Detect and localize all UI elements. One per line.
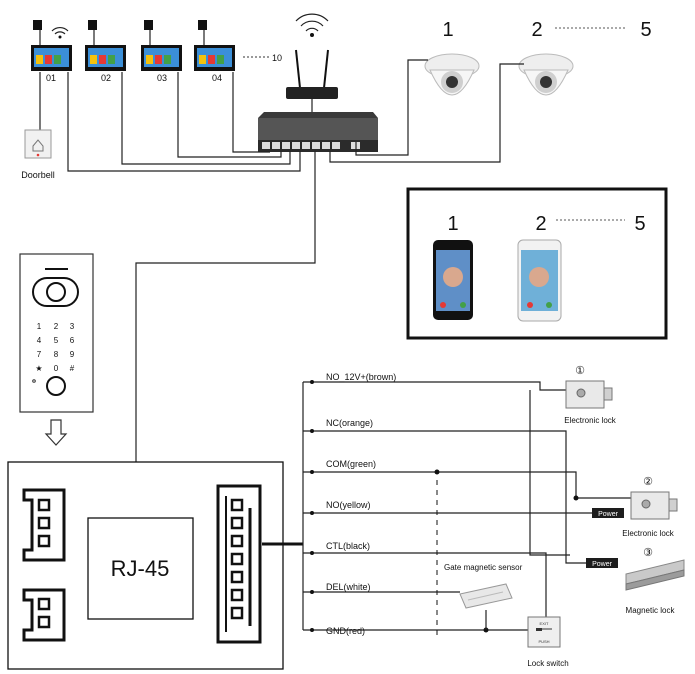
- camera-2: 2 5: [518, 19, 652, 96]
- camera-number-1: 1: [442, 19, 453, 41]
- power-adapter-icon: [198, 20, 207, 30]
- indoor-monitor-03: 03: [141, 20, 182, 83]
- phone-number-1: 1: [447, 213, 458, 235]
- power-adapter-icon: [144, 20, 153, 30]
- wire-label-no-12v: NO_12V+(brown): [326, 372, 396, 382]
- wire-label-no: NO(yellow): [326, 500, 371, 510]
- lock-switch: EXIT PUSH Lock switch: [527, 616, 569, 668]
- phone-number-last: 5: [634, 213, 645, 235]
- key-5: 5: [54, 336, 59, 345]
- terminal-block-left-top: [22, 488, 66, 562]
- camera-number-2: 2: [531, 19, 542, 41]
- wire-no-12v: NO_12V+(brown): [303, 372, 566, 391]
- key-0: 0: [54, 364, 59, 373]
- smartphone-2: [517, 239, 562, 322]
- key-3: 3: [70, 322, 75, 331]
- maglock-number: ③: [643, 547, 653, 559]
- doorbell-label: Doorbell: [21, 170, 55, 180]
- smartphone-1: [433, 240, 473, 320]
- wifi-router: [286, 13, 338, 99]
- network-switch: [258, 112, 378, 152]
- wire-label-nc: NC(orange): [326, 418, 373, 428]
- key-hash: #: [70, 364, 75, 373]
- wire-ctl: CTL(black): [303, 541, 547, 617]
- terminal-block-left-bottom: [22, 588, 66, 642]
- camera-lens-icon: [46, 282, 66, 302]
- wire-nc: NC(orange): [303, 418, 586, 564]
- power-tag-1-label: Power: [598, 511, 619, 518]
- electronic-lock-2: ② Electronic lock: [622, 476, 678, 538]
- down-arrow-icon: [44, 419, 68, 446]
- magnetic-lock: ③ Magnetic lock: [625, 547, 685, 615]
- monitor-label-04: 04: [212, 73, 222, 83]
- power-tag-2-label: Power: [592, 561, 613, 568]
- key-star: ★: [35, 364, 42, 373]
- router-wifi-icon: [295, 13, 329, 37]
- key-4: 4: [37, 336, 42, 345]
- power-adapter-icon: [88, 20, 97, 30]
- key-7: 7: [37, 350, 42, 359]
- wire-del: DEL(white): [303, 582, 460, 594]
- wire-label-com: COM(green): [326, 459, 376, 469]
- switch-label: Lock switch: [527, 659, 568, 668]
- indoor-monitor-02: 02: [85, 20, 126, 83]
- rj45-label: RJ-45: [111, 556, 170, 581]
- wire-gnd: GND(red): [303, 626, 528, 636]
- phone-number-2: 2: [535, 213, 546, 235]
- wire-label-ctl: CTL(black): [326, 541, 370, 551]
- switch-face-top: EXIT: [540, 621, 549, 626]
- camera-number-last: 5: [640, 19, 651, 41]
- electronic-lock-1: ① Electronic lock: [564, 365, 617, 425]
- bell-icon: [32, 139, 44, 152]
- key-8: 8: [54, 350, 59, 359]
- camera-1: 1: [424, 19, 480, 96]
- wire-com: COM(green): [303, 459, 631, 501]
- mobile-apps-panel: 1 2 5: [406, 187, 668, 340]
- lock1-number: ①: [575, 365, 585, 377]
- controller-board: RJ-45: [7, 461, 284, 670]
- switch-face-bottom: PUSH: [538, 639, 549, 644]
- rj45-port: RJ-45: [87, 517, 194, 620]
- wire-no: NO(yellow): [303, 500, 592, 515]
- maglock-label: Magnetic lock: [626, 606, 676, 615]
- key-6: 6: [70, 336, 75, 345]
- wire-label-del: DEL(white): [326, 582, 371, 592]
- monitor-group: 01 02 03: [31, 20, 282, 83]
- sensor-label: Gate magnetic sensor: [444, 563, 523, 572]
- call-button-icon: [46, 376, 66, 396]
- key-9: 9: [70, 350, 75, 359]
- power-tag-2: Power: [586, 558, 618, 568]
- lock2-number: ②: [643, 476, 653, 488]
- lock2-label: Electronic lock: [622, 529, 675, 538]
- terminal-block-right: [216, 484, 262, 644]
- doorbell: Doorbell: [21, 72, 55, 180]
- power-adapter-icon: [33, 20, 42, 30]
- outdoor-keypad-station: 1 2 3 4 5 6 7 8 9 ★ 0 #: [19, 253, 94, 413]
- monitor-label-01: 01: [46, 73, 56, 83]
- power-tag-1: Power: [592, 508, 624, 518]
- monitor-label-02: 02: [101, 73, 111, 83]
- indoor-monitor-01: 01: [31, 20, 72, 83]
- indoor-monitor-04: 04: [194, 20, 235, 83]
- lock1-label: Electronic lock: [564, 416, 617, 425]
- gate-magnetic-sensor: Gate magnetic sensor: [444, 563, 523, 609]
- wire-label-gnd: GND(red): [326, 626, 365, 636]
- camera-lens-housing: [32, 277, 79, 307]
- key-2: 2: [54, 322, 59, 331]
- key-1: 1: [37, 322, 42, 331]
- monitor-label-03: 03: [157, 73, 167, 83]
- wifi-icon: [51, 27, 69, 39]
- monitor-count-label: 10: [272, 53, 282, 63]
